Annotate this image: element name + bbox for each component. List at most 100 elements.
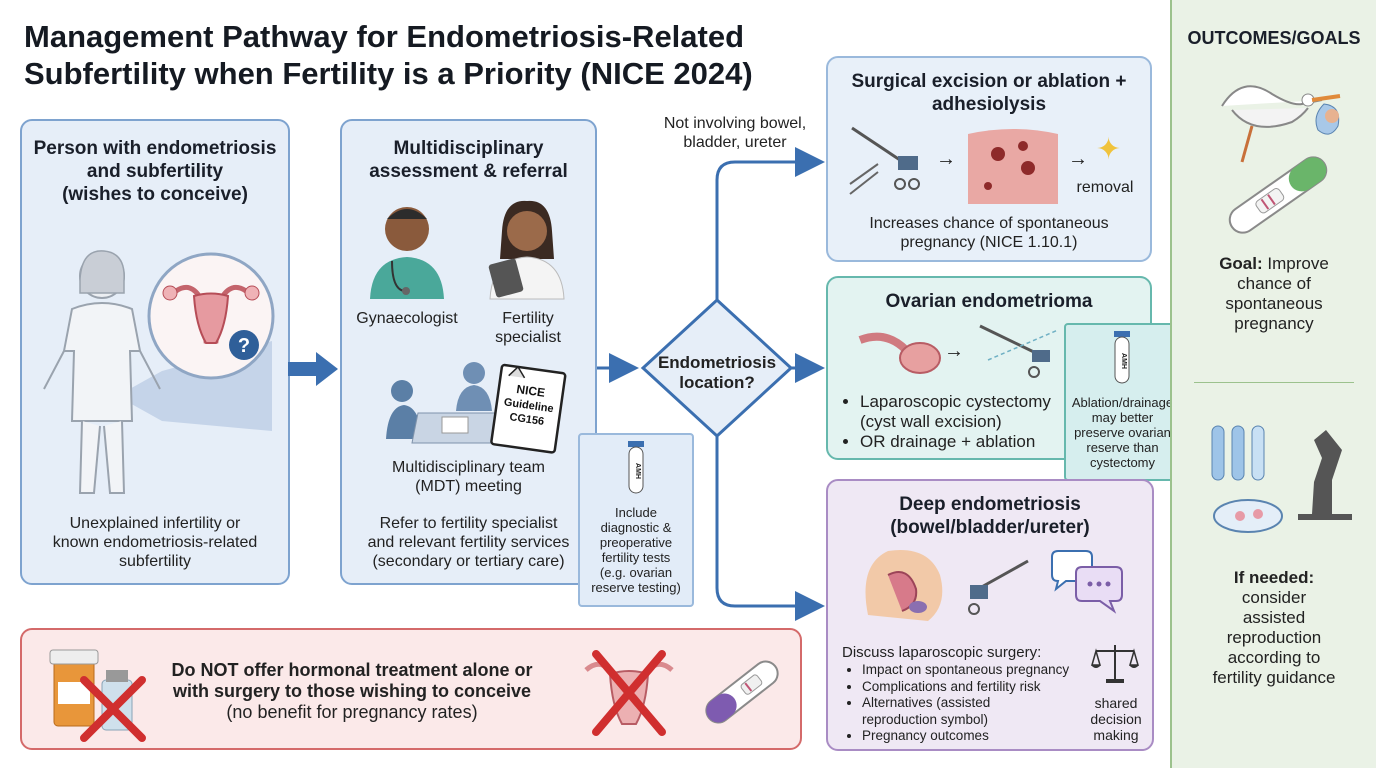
tests-tube-label: AMH xyxy=(634,463,641,479)
branch-label: Not involving bowel, bladder, ureter xyxy=(640,114,830,152)
tests-note-text: Include diagnostic & preoperative fertil… xyxy=(580,505,692,595)
ovarian-note-line2: may better xyxy=(1091,410,1154,425)
arrow-right-icon: → xyxy=(936,148,956,170)
shared-line2: decision xyxy=(1090,711,1142,727)
removal-label: removal xyxy=(1076,179,1134,196)
shared-line1: shared xyxy=(1094,695,1138,711)
test-tube-icon: AMH xyxy=(628,441,644,494)
tissue-lesion-icon xyxy=(968,129,1058,204)
fertility-line2: specialist xyxy=(495,329,561,346)
deep-heading-line2: (bowel/bladder/ureter) xyxy=(890,517,1090,538)
ovarian-bullet-1: Laparoscopic cystectomy(cyst wall excisi… xyxy=(860,392,1090,432)
deep-bullets: Impact on spontaneous pregnancy Complica… xyxy=(846,662,1112,745)
speech-bubbles-icon xyxy=(1051,550,1123,614)
gynaecologist-icon xyxy=(370,207,444,299)
deep-bullet3-line2: reproduction symbol) xyxy=(862,711,989,727)
svg-text:?: ? xyxy=(238,335,250,357)
goal-line1: Improve xyxy=(1262,254,1329,273)
decision-connectors xyxy=(597,147,825,621)
mdt-heading: Multidisciplinary assessment & referral xyxy=(342,137,595,183)
decision-line1: Endometriosis xyxy=(657,353,777,372)
warning-line3: (no benefit for pregnancy rates) xyxy=(226,702,478,722)
tests-line5: (e.g. ovarian xyxy=(599,565,673,580)
goal-line3: spontaneous xyxy=(1225,294,1323,313)
decision-line2: location? xyxy=(679,373,755,392)
pelvic-anatomy-icon xyxy=(865,550,943,621)
ovarian-heading: Ovarian endometrioma xyxy=(885,291,1093,312)
surgical-heading-line1: Surgical excision or ablation + xyxy=(851,71,1127,92)
needed-line5: fertility guidance xyxy=(1212,668,1336,687)
doc-line3: CG156 xyxy=(509,411,545,428)
ovarian-note: AMH Ablation/drainage may better preserv… xyxy=(1064,323,1181,481)
person-heading: Person with endometriosis and subfertili… xyxy=(22,137,288,206)
warning-line1: Do NOT offer hormonal treatment alone or xyxy=(171,660,533,680)
guideline-document-icon: NICE Guideline CG156 xyxy=(490,363,567,454)
stork-icon xyxy=(1221,85,1341,163)
goal-bold: Goal: xyxy=(1219,254,1263,273)
surgical-heading: Surgical excision or ablation + adhesiol… xyxy=(828,70,1150,116)
tests-note: AMH Include diagnostic & preoperative fe… xyxy=(578,433,694,607)
branch-label-line2: bladder, ureter xyxy=(683,134,787,151)
medication-crossed-icon xyxy=(49,649,146,742)
person-heading-line3: (wishes to conceive) xyxy=(62,184,248,205)
mdt-meeting-label: Multidisciplinary team (MDT) meeting xyxy=(342,458,595,496)
outcomes-divider xyxy=(1194,382,1354,383)
ovarian-bullet1-line2: (cyst wall excision) xyxy=(860,412,1002,431)
ovarian-note-line3: preserve ovarian xyxy=(1074,425,1171,440)
gynaecologist-label: Gynaecologist xyxy=(356,310,458,327)
surgical-desc-line2: pregnancy (NICE 1.10.1) xyxy=(900,234,1078,251)
ovarian-bullet-2: OR drainage + ablation xyxy=(860,432,1090,452)
goal-line2: chance of xyxy=(1237,274,1311,293)
decision-diamond xyxy=(640,297,794,439)
title-line-1: Management Pathway for Endometriosis-Rel… xyxy=(24,19,745,54)
warning-text: Do NOT offer hormonal treatment alone or… xyxy=(152,660,552,723)
fertility-specialist-icon xyxy=(488,200,565,300)
outcomes-heading: OUTCOMES/GOALS xyxy=(1187,28,1361,48)
tests-line1: Include xyxy=(615,505,657,520)
goal-line-1: Goal: Improve xyxy=(1172,254,1376,274)
drainage-tool-icon xyxy=(979,324,1059,378)
branch-label-line1: Not involving bowel, xyxy=(663,115,807,132)
decision-text: Endometriosis location? xyxy=(640,353,794,393)
refer-line3: (secondary or tertiary care) xyxy=(372,553,565,570)
outcomes-panel: OUTCOMES/GOALS Goal: Improve chance of s… xyxy=(1170,0,1376,768)
needed-line3: reproduction xyxy=(1226,628,1322,647)
mdt-refer-text: Refer to fertility specialist and releva… xyxy=(342,514,595,571)
meeting-line2: (MDT) meeting xyxy=(415,478,522,495)
needed-line1: consider xyxy=(1241,588,1307,607)
person-box: Person with endometriosis and subfertili… xyxy=(20,119,290,585)
surgical-heading-line2: adhesiolysis xyxy=(931,94,1047,115)
surgical-description: Increases chance of spontaneous pregnanc… xyxy=(828,214,1150,252)
goal-text: Goal: Improve chance of spontaneous preg… xyxy=(1172,254,1376,334)
ovarian-note-line5: cystectomy xyxy=(1089,455,1155,470)
deep-bullet-1: Impact on spontaneous pregnancy xyxy=(862,662,1112,679)
mdt-heading-line2: assessment & referral xyxy=(369,161,568,182)
arrow-right-icon-3: → xyxy=(944,340,964,362)
page-title: Management Pathway for Endometriosis-Rel… xyxy=(24,18,824,92)
person-heading-line1: Person with endometriosis xyxy=(33,138,277,159)
sparkle-icon: ✦ xyxy=(1096,133,1122,166)
fertility-specialist-label: Fertility specialist xyxy=(468,309,588,347)
person-desc-line1: Unexplained infertility or xyxy=(69,515,241,532)
ovarian-note-line4: reserve than xyxy=(1086,440,1159,455)
tests-line6: reserve testing) xyxy=(591,580,681,595)
needed-line4: according to xyxy=(1227,648,1321,667)
mdt-heading-line1: Multidisciplinary xyxy=(393,138,544,159)
meeting-line1: Multidisciplinary team xyxy=(392,459,545,476)
tests-line3: preoperative xyxy=(599,535,673,550)
fertility-line1: Fertility xyxy=(502,310,554,327)
surgical-box: Surgical excision or ablation + adhesiol… xyxy=(826,56,1152,262)
test-tube-icon-2: AMH xyxy=(1114,331,1130,384)
doc-line1: NICE xyxy=(516,382,546,400)
lab-equipment-icon xyxy=(1211,425,1352,533)
deep-discuss: Discuss laparoscopic surgery: xyxy=(842,644,1042,661)
deep-box: Deep endometriosis (bowel/bladder/ureter… xyxy=(826,479,1154,751)
deep-bullet-2: Complications and fertility risk xyxy=(862,679,1112,696)
mdt-box: Multidisciplinary assessment & referral … xyxy=(340,119,597,585)
uterus-magnifier-icon: ? xyxy=(147,252,275,380)
uterus-crossed-icon xyxy=(584,650,674,736)
needed-bold: If needed: xyxy=(1233,568,1315,587)
person-description: Unexplained infertility or known endomet… xyxy=(22,514,288,571)
needed-line2: assisted xyxy=(1242,608,1306,627)
